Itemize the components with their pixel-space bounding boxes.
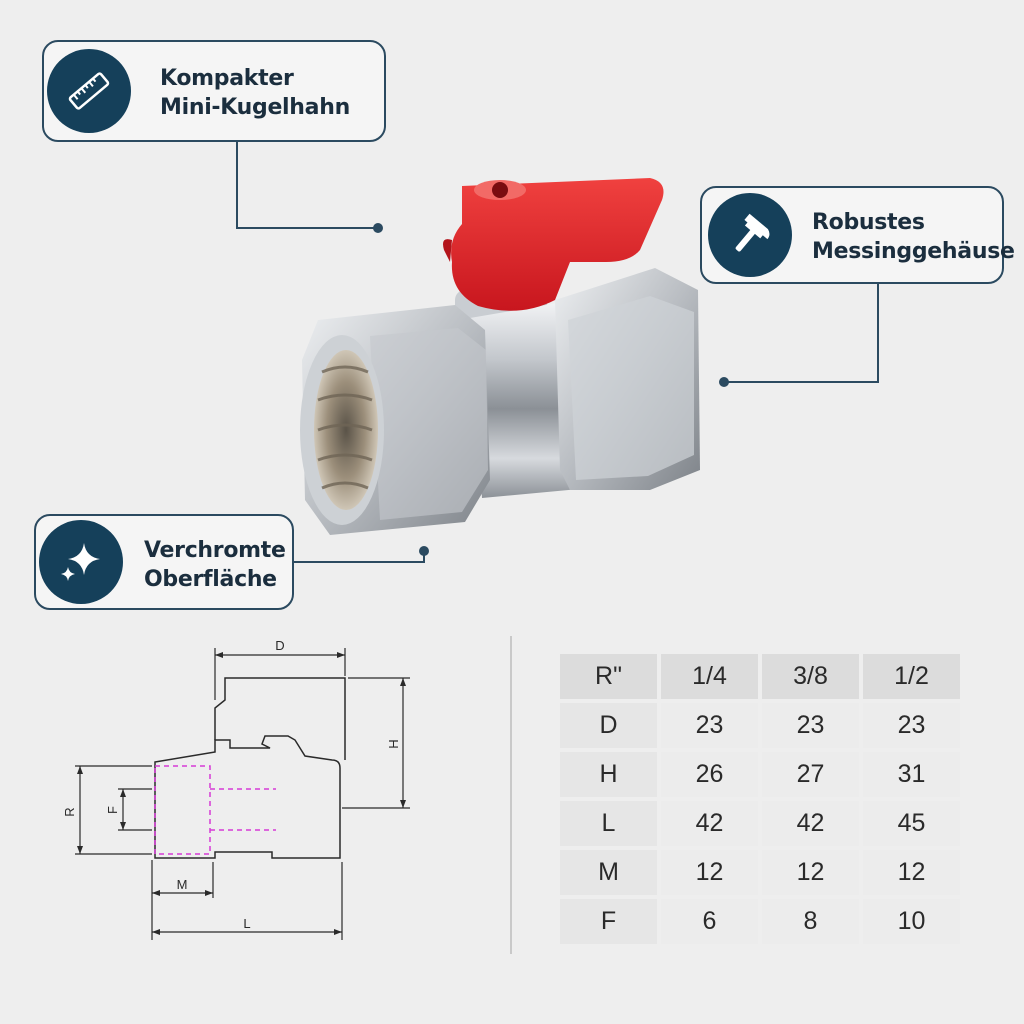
table-cell: 42	[762, 801, 859, 846]
table-row: M 12 12 12	[560, 850, 960, 895]
table-cell: 8	[762, 899, 859, 944]
table-cell: 23	[863, 703, 960, 748]
callout-line: Verchromte	[144, 538, 286, 563]
section-divider	[510, 636, 512, 954]
table-cell: 26	[661, 752, 758, 797]
table-cell: 12	[661, 850, 758, 895]
table-cell: 45	[863, 801, 960, 846]
table-cell: 10	[863, 899, 960, 944]
table-cell: 31	[863, 752, 960, 797]
dimensions-table: R" 1/4 3/8 1/2 D 23 23 23 H 26 27 31 L 4…	[556, 650, 964, 948]
dim-label-l: L	[243, 916, 250, 931]
table-header-cell: 1/4	[661, 654, 758, 699]
dim-label-m: M	[177, 877, 188, 892]
table-cell: 42	[661, 801, 758, 846]
table-cell: 23	[661, 703, 758, 748]
dim-label-f: F	[105, 806, 120, 814]
feature-callout-brass: Robustes Messinggehäuse	[700, 186, 1015, 284]
ruler-icon	[47, 49, 131, 133]
sparkle-icon	[39, 520, 123, 604]
table-header-cell: 3/8	[762, 654, 859, 699]
callout-label-compact: Kompakter Mini-Kugelhahn	[160, 64, 350, 122]
callout-line: Kompakter	[160, 66, 294, 91]
table-header-cell: R"	[560, 654, 657, 699]
feature-callout-compact: Kompakter Mini-Kugelhahn	[42, 40, 386, 142]
table-cell: M	[560, 850, 657, 895]
table-cell: H	[560, 752, 657, 797]
table-cell: 12	[863, 850, 960, 895]
table-row: D 23 23 23	[560, 703, 960, 748]
table-cell: L	[560, 801, 657, 846]
callout-line: Mini-Kugelhahn	[160, 95, 350, 120]
table-row: F 6 8 10	[560, 899, 960, 944]
table-header-row: R" 1/4 3/8 1/2	[560, 654, 960, 699]
feature-callout-chrome: Verchromte Oberfläche	[34, 514, 294, 610]
table-cell: D	[560, 703, 657, 748]
table-cell: 23	[762, 703, 859, 748]
dim-label-d: D	[275, 638, 284, 653]
table-row: H 26 27 31	[560, 752, 960, 797]
table-header-cell: 1/2	[863, 654, 960, 699]
hammer-icon	[708, 193, 792, 277]
callout-line: Messinggehäuse	[812, 239, 1015, 264]
callout-label-chrome: Verchromte Oberfläche	[144, 536, 286, 594]
table-cell: 12	[762, 850, 859, 895]
callout-line: Oberfläche	[144, 567, 277, 592]
dim-label-r: R	[62, 807, 77, 816]
table-row: L 42 42 45	[560, 801, 960, 846]
table-cell: 6	[661, 899, 758, 944]
table-cell: F	[560, 899, 657, 944]
dim-label-h: H	[386, 739, 401, 748]
table-cell: 27	[762, 752, 859, 797]
callout-line: Robustes	[812, 210, 925, 235]
callout-label-brass: Robustes Messinggehäuse	[812, 208, 1015, 266]
